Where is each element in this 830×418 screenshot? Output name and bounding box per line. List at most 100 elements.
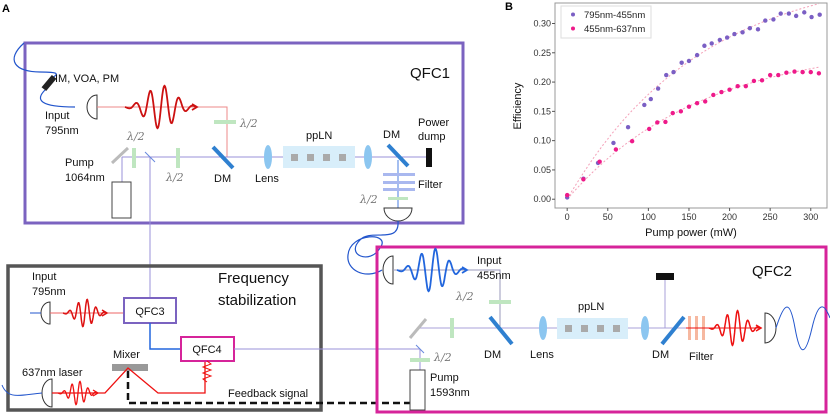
panel-label-a: A bbox=[2, 3, 10, 15]
fiber bbox=[1, 384, 43, 396]
laser-label: 637nm laser bbox=[22, 367, 83, 379]
y-tick-label: 0.30 bbox=[533, 19, 551, 29]
data-point-0 bbox=[786, 11, 792, 16]
y-tick-label: 0.00 bbox=[533, 194, 551, 204]
dm-label: DM bbox=[383, 129, 400, 141]
ppln-crystal bbox=[283, 146, 355, 168]
power-dump-label: Power bbox=[418, 117, 450, 129]
data-point-1 bbox=[655, 120, 660, 125]
output-coupler bbox=[764, 312, 777, 344]
data-point-0 bbox=[664, 72, 669, 78]
x-axis-label: Pump power (mW) bbox=[645, 227, 737, 239]
dichroic-mirror bbox=[660, 315, 686, 346]
pump-label: Pump bbox=[430, 372, 459, 384]
data-point-1 bbox=[686, 104, 692, 109]
x-tick-label: 0 bbox=[565, 212, 570, 222]
data-point-0 bbox=[817, 12, 822, 17]
data-point-0 bbox=[702, 43, 707, 48]
lens bbox=[539, 316, 547, 340]
power-dump bbox=[656, 273, 674, 280]
beam-splitter bbox=[415, 344, 425, 354]
mixer bbox=[112, 364, 148, 371]
modulator-block bbox=[41, 74, 57, 92]
halfwave-plate bbox=[176, 148, 180, 168]
data-point-1 bbox=[800, 69, 805, 75]
signal-pulse bbox=[124, 84, 199, 130]
filter-stack bbox=[383, 173, 415, 191]
x-tick-label: 50 bbox=[603, 212, 613, 222]
data-point-1 bbox=[629, 139, 635, 144]
stab-border bbox=[6, 264, 323, 412]
qfc4-label: QFC4 bbox=[192, 344, 221, 356]
power-dump-label: dump bbox=[418, 131, 446, 143]
input-label: Input bbox=[45, 110, 69, 122]
data-point-0 bbox=[747, 25, 753, 31]
data-point-0 bbox=[763, 18, 768, 23]
modulators-label: IM, VOA, PM bbox=[55, 73, 119, 85]
feedback-label: Feedback signal bbox=[228, 388, 308, 400]
data-point-1 bbox=[776, 72, 781, 78]
x-tick-label: 100 bbox=[641, 212, 656, 222]
data-point-1 bbox=[743, 83, 749, 89]
input-beam bbox=[393, 269, 501, 328]
data-point-0 bbox=[724, 35, 730, 40]
lens-label: Lens bbox=[255, 173, 279, 185]
halfwave-plate bbox=[132, 148, 136, 168]
ppln-crystal bbox=[557, 318, 628, 339]
halfwave-label: λ/2 bbox=[359, 193, 378, 206]
data-point-1 bbox=[784, 70, 789, 75]
dichroic-mirror bbox=[488, 315, 514, 346]
halfwave-plate bbox=[388, 197, 408, 200]
data-point-1 bbox=[767, 72, 773, 78]
data-point-1 bbox=[816, 71, 822, 76]
halfwave-label: λ/2 bbox=[239, 117, 258, 130]
x-tick-label: 300 bbox=[803, 212, 818, 222]
output-fiber bbox=[775, 306, 830, 351]
data-point-1 bbox=[678, 109, 684, 114]
data-point-0 bbox=[740, 30, 745, 35]
data-point-1 bbox=[646, 126, 652, 132]
y-axis-label: Efficiency bbox=[512, 82, 524, 129]
input-pulse bbox=[396, 247, 469, 293]
data-point-0 bbox=[809, 14, 814, 20]
y-tick-label: 0.25 bbox=[533, 48, 551, 58]
feedback-line bbox=[126, 371, 413, 405]
data-point-0 bbox=[732, 31, 737, 37]
pump-laser bbox=[409, 369, 426, 411]
lens bbox=[364, 145, 372, 169]
data-point-0 bbox=[679, 60, 684, 65]
data-point-0 bbox=[778, 11, 783, 16]
input-coupler bbox=[382, 255, 394, 285]
data-point-1 bbox=[670, 110, 675, 116]
stab-input-coupler bbox=[40, 301, 51, 325]
beat-signal bbox=[201, 360, 213, 383]
data-point-1 bbox=[735, 83, 740, 89]
lens-label: Lens bbox=[530, 349, 554, 361]
legend-entry-455-637: 455nm-637nm bbox=[584, 24, 645, 35]
input-label: Input bbox=[477, 255, 501, 267]
data-point-0 bbox=[655, 86, 661, 91]
x-tick-label: 150 bbox=[681, 212, 696, 222]
input-coupler bbox=[86, 94, 98, 120]
data-point-1 bbox=[751, 78, 757, 84]
stab-input-wavelength: 795nm bbox=[32, 286, 66, 298]
data-point-1 bbox=[719, 89, 724, 95]
pump-wavelength: 1064nm bbox=[65, 172, 105, 184]
data-point-1 bbox=[727, 87, 732, 92]
data-point-0 bbox=[648, 96, 654, 102]
filter-label: Filter bbox=[689, 351, 714, 363]
panel-label-b: B bbox=[505, 1, 513, 13]
pulse bbox=[57, 380, 100, 406]
halfwave-plate bbox=[489, 300, 511, 304]
input-wavelength: 795nm bbox=[45, 125, 79, 137]
dm-label: DM bbox=[214, 173, 231, 185]
qfc3-label: QFC3 bbox=[135, 306, 164, 318]
data-point-1 bbox=[613, 147, 619, 152]
dichroic-mirror bbox=[211, 145, 235, 170]
pump-label: Pump bbox=[65, 157, 94, 169]
qfc1-module: QFC1 IM, VOA, PM Input 795nm λ/2 Pump 10… bbox=[13, 41, 465, 297]
halfwave-plate bbox=[214, 120, 236, 124]
data-point-1 bbox=[703, 99, 708, 104]
stab-title: Frequency bbox=[218, 270, 289, 287]
